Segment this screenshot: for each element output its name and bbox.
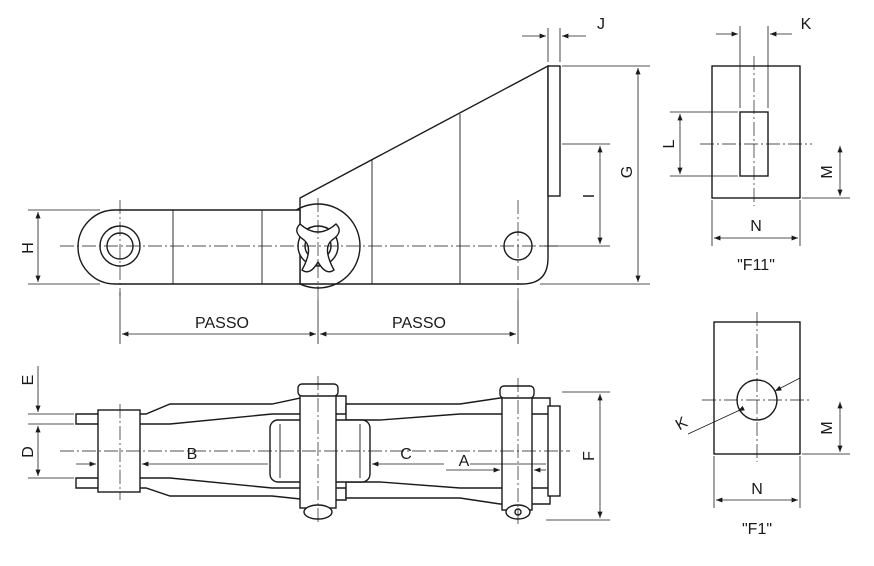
top-view [60, 376, 570, 524]
label-f: F [581, 451, 598, 461]
label-i: I [581, 194, 598, 198]
inner-plate-lower [345, 481, 551, 505]
dimensions-front [28, 28, 650, 344]
label-view-f1: "F1" [742, 521, 772, 538]
wing-bracket-plate [299, 64, 549, 285]
label-j: J [597, 16, 605, 33]
label-b: B [187, 446, 198, 463]
label-g: G [619, 166, 636, 178]
dimensions-top [28, 366, 610, 521]
dimension-labels: H PASSO PASSO G I J E D B C A F K L M N … [20, 16, 836, 538]
attachment-plate [547, 65, 561, 197]
label-k-f11: K [801, 16, 812, 33]
label-k-f1: K [673, 414, 691, 434]
label-a: A [459, 453, 470, 470]
view-f1 [687, 312, 850, 508]
label-n-f11: N [750, 218, 762, 235]
label-h: H [20, 242, 37, 254]
label-passo-right: PASSO [392, 315, 446, 332]
chain-link-plate [77, 209, 301, 285]
label-m-f11: M [819, 165, 836, 178]
label-d: D [20, 446, 37, 458]
label-l: L [661, 139, 678, 148]
label-n-f1: N [751, 481, 763, 498]
label-e: E [20, 375, 37, 386]
front-view [60, 64, 561, 300]
label-c: C [400, 446, 412, 463]
label-m-f1: M [819, 421, 836, 434]
label-passo-left: PASSO [195, 315, 249, 332]
view-f11 [670, 26, 850, 246]
label-view-f11: "F11" [737, 257, 775, 274]
